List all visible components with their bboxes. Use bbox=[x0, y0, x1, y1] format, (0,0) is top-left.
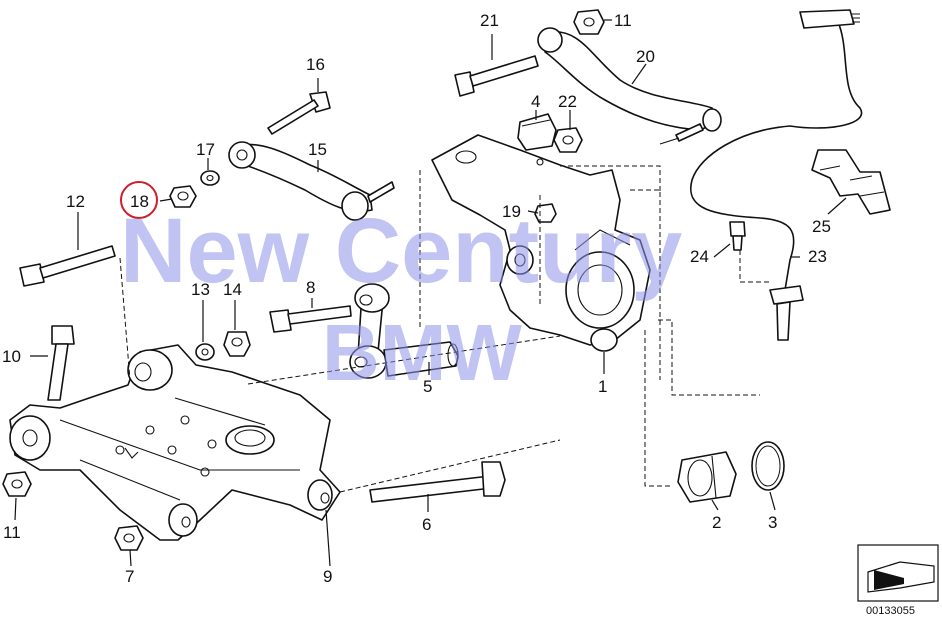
callout-7: 7 bbox=[125, 567, 134, 586]
ring-3 bbox=[751, 441, 785, 491]
callout-15: 15 bbox=[308, 140, 327, 159]
callout-3: 3 bbox=[768, 513, 777, 532]
washer-17 bbox=[200, 170, 220, 186]
leader-lines bbox=[14, 19, 847, 567]
bushing-2 bbox=[677, 451, 737, 503]
callout-12: 12 bbox=[66, 192, 85, 211]
callout-1: 1 bbox=[598, 377, 607, 396]
wheel-carrier bbox=[431, 134, 651, 352]
callout-9: 9 bbox=[323, 567, 332, 586]
bolt-21 bbox=[454, 55, 539, 97]
catalog-number: 00133055 bbox=[866, 605, 915, 617]
nut-22 bbox=[553, 127, 583, 153]
callout-17: 17 bbox=[196, 140, 215, 159]
bolt-10 bbox=[47, 325, 75, 401]
bracket-25 bbox=[811, 149, 891, 215]
nut-7 bbox=[114, 525, 144, 551]
callout-24: 24 bbox=[690, 247, 709, 266]
wishbone-15 bbox=[228, 141, 395, 221]
sensor-cable-23 bbox=[689, 9, 863, 341]
callout-18-highlight-ring bbox=[120, 181, 158, 219]
nut-19 bbox=[534, 203, 557, 223]
screw-24 bbox=[729, 221, 746, 251]
callout-13: 13 bbox=[191, 280, 210, 299]
nut-18 bbox=[169, 185, 197, 208]
nut-11-top bbox=[573, 9, 605, 35]
callout-14: 14 bbox=[223, 280, 242, 299]
callout-labels: 21 11 20 4 22 16 17 15 18 12 19 25 24 23… bbox=[2, 11, 831, 586]
nut-11-bottom bbox=[2, 471, 32, 497]
callout-23: 23 bbox=[808, 247, 827, 266]
arrow-icon bbox=[867, 561, 935, 593]
catalog-badge: 00133055 bbox=[857, 544, 939, 617]
callout-21: 21 bbox=[480, 11, 499, 30]
washer-13 bbox=[195, 343, 215, 361]
bolt-6 bbox=[369, 461, 506, 503]
callout-11-bottom: 11 bbox=[3, 523, 21, 542]
callout-20: 20 bbox=[636, 47, 655, 66]
callout-16: 16 bbox=[306, 55, 325, 74]
sleeve-5 bbox=[383, 341, 459, 377]
callout-18: 18 bbox=[130, 192, 149, 211]
watermark: New Century BMW bbox=[120, 200, 682, 397]
link-8 bbox=[349, 283, 390, 379]
callout-11-top: 11 bbox=[614, 11, 632, 30]
callout-8: 8 bbox=[306, 278, 315, 297]
watermark-line-2: BMW bbox=[322, 308, 522, 397]
rubber-mount-4 bbox=[517, 113, 557, 151]
callout-5: 5 bbox=[423, 377, 432, 396]
control-arm-20 bbox=[537, 27, 722, 145]
callout-25: 25 bbox=[812, 217, 831, 236]
callout-22: 22 bbox=[558, 92, 577, 111]
watermark-line-1: New Century bbox=[120, 200, 682, 302]
callout-4: 4 bbox=[531, 92, 540, 111]
assembly-lines bbox=[119, 165, 772, 493]
rear-axle-carrier bbox=[9, 344, 341, 541]
callout-6: 6 bbox=[422, 515, 431, 534]
callout-10: 10 bbox=[2, 347, 21, 366]
bolt-12 bbox=[19, 245, 116, 287]
callout-19: 19 bbox=[502, 202, 521, 221]
bolt-16 bbox=[267, 91, 331, 135]
callout-2: 2 bbox=[712, 513, 721, 532]
bolt-8 bbox=[269, 305, 352, 333]
nut-14 bbox=[223, 331, 251, 357]
